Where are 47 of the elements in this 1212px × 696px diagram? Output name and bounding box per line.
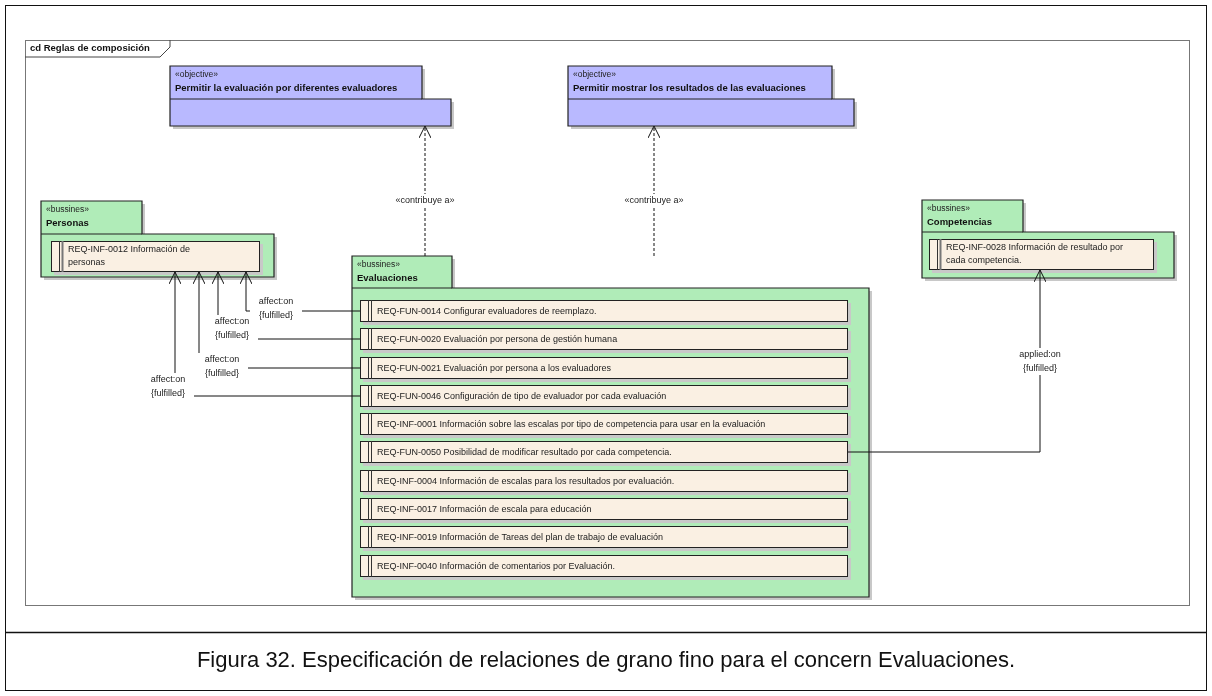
requirement-box	[360, 526, 848, 548]
requirement-text: REQ-INF-0028 Información de resultado por cada competencia.	[946, 241, 1125, 268]
diagram-frame	[25, 40, 1190, 606]
requirement-box	[360, 555, 848, 577]
package-block	[922, 200, 1174, 278]
element-name: Competencias	[927, 216, 992, 229]
requirement-text: REQ-INF-0004 Información de escalas para los resultados por evaluación.	[377, 475, 675, 488]
requirement-box	[360, 470, 848, 492]
requirement-box	[929, 239, 1154, 270]
requirement-text: REQ-FUN-0020 Evaluación por persona de gestión humana	[377, 333, 618, 346]
objective-block	[170, 66, 451, 126]
edge-label: affect:on {fulfilled}	[250, 295, 302, 322]
requirement-box	[360, 498, 848, 520]
requirement-text: REQ-INF-0012 Información de personas	[68, 243, 192, 270]
requirement-box	[360, 300, 848, 322]
element-name: Evaluaciones	[357, 272, 418, 285]
requirement-box	[360, 413, 848, 435]
objective-block	[568, 66, 854, 126]
requirement-text: REQ-FUN-0021 Evaluación por persona a los evaluadores	[377, 362, 612, 375]
requirement-text: REQ-INF-0017 Información de escala para educación	[377, 503, 592, 516]
element-name: Permitir la evaluación por diferentes evaluadores	[175, 82, 398, 95]
stereotype-label: «bussines»	[46, 204, 89, 216]
requirement-box	[360, 385, 848, 407]
requirement-box	[360, 328, 848, 350]
dependency-arrow	[418, 125, 432, 257]
element-name: Permitir mostrar los resultados de las evaluaciones	[573, 82, 806, 95]
requirement-text: REQ-FUN-0014 Configurar evaluadores de reemplazo.	[377, 305, 597, 318]
package-block	[41, 201, 274, 277]
requirement-text: REQ-INF-0001 Información sobre las escalas por tipo de competencia para usar en la evaluación	[377, 418, 766, 431]
requirement-box	[360, 357, 848, 379]
edge-label: affect:on {fulfilled}	[196, 353, 248, 380]
stereotype-label: «bussines»	[357, 259, 400, 271]
element-name: Personas	[46, 217, 89, 230]
stereotype-label: «bussines»	[927, 203, 970, 215]
requirement-text: REQ-INF-0040 Información de comentarios por Evaluación.	[377, 560, 616, 573]
frame-title: cd Reglas de composición	[30, 42, 150, 55]
stereotype-label: «objective»	[175, 69, 218, 81]
requirement-text: REQ-FUN-0050 Posibilidad de modificar resultado por cada competencia.	[377, 446, 672, 459]
relationship-arrow	[847, 269, 1047, 453]
requirement-box	[360, 441, 848, 463]
requirement-text: REQ-INF-0019 Información de Tareas del plan de trabajo de evaluación	[377, 531, 663, 544]
figure-caption: Figura 32. Especificación de relaciones de grano fino para el concern Evaluaciones.	[195, 647, 1017, 673]
requirement-text: REQ-FUN-0046 Configuración de tipo de evaluador por cada evaluación	[377, 390, 667, 403]
requirement-box	[51, 241, 260, 272]
package-block	[352, 256, 869, 597]
stereotype-label: «objective»	[573, 69, 616, 81]
dependency-arrow	[647, 125, 661, 257]
